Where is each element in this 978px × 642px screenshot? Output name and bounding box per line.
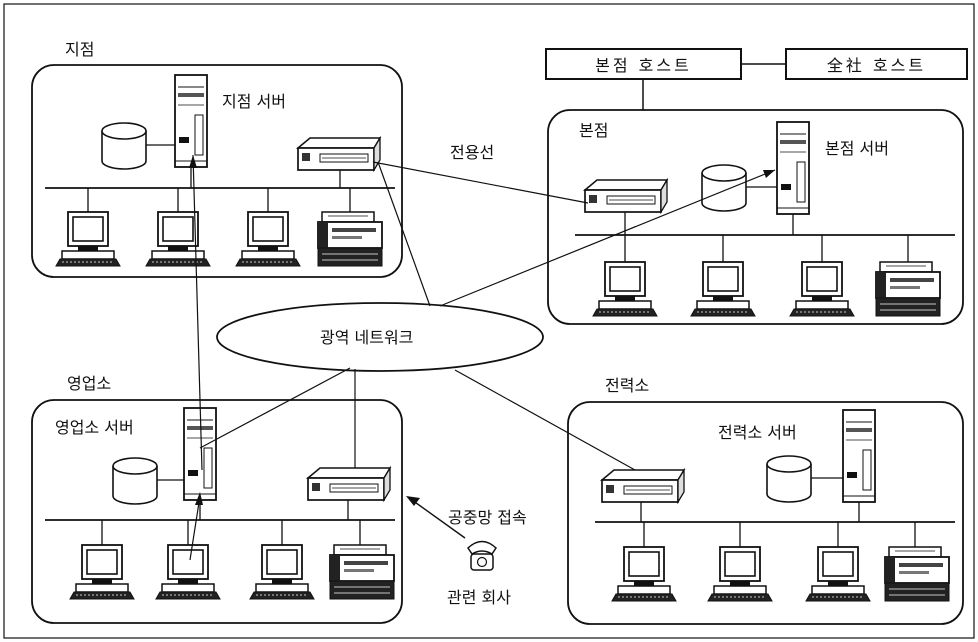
power-pc-2-icon — [708, 547, 772, 601]
branch-router-icon — [298, 138, 380, 170]
power-station-label: 전력소 — [605, 378, 649, 394]
head-printer-icon — [876, 262, 940, 316]
head-pc-1-icon — [593, 262, 657, 316]
power-printer-icon — [885, 547, 949, 601]
head-disk-icon — [702, 165, 746, 211]
head-router-icon — [585, 180, 667, 212]
wan-label: 광역 네트워크 — [320, 330, 413, 346]
public-access-label: 공중망 접속 — [448, 510, 527, 526]
leased-line — [373, 162, 588, 203]
branch-pc-3-icon — [236, 212, 300, 266]
power-router-icon — [602, 470, 684, 502]
power-disk-icon — [767, 456, 811, 502]
leased-line-label: 전용선 — [450, 145, 494, 161]
sales-router-icon — [308, 468, 390, 500]
sales-pc-2-icon — [156, 545, 220, 599]
power-server-label: 전력소 서버 — [718, 425, 797, 441]
branch-server-label: 지점 서버 — [222, 94, 286, 110]
branch-label: 지점 — [65, 42, 94, 58]
head-server-icon — [777, 122, 809, 214]
affiliate-label: 관련 회사 — [447, 590, 511, 606]
telephone-icon — [468, 542, 496, 571]
sales-printer-icon — [330, 545, 394, 599]
head-pc-3-icon — [790, 262, 854, 316]
power-server-icon — [843, 410, 875, 502]
company-host-box: 全社 호스트 — [785, 48, 968, 80]
branch-pc-1-icon — [56, 212, 120, 266]
sales-pc-3-icon — [250, 545, 314, 599]
branch-server-icon — [175, 75, 207, 167]
power-pc-1-icon — [612, 547, 676, 601]
head-office-host-box: 본점 호스트 — [545, 48, 742, 80]
head-pc-2-icon — [691, 262, 755, 316]
power-pc-3-icon — [806, 547, 870, 601]
branch-disk-icon — [102, 123, 146, 169]
head-office-label: 본점 — [579, 123, 608, 139]
sales-wan-link — [200, 368, 350, 448]
sales-office-label: 영업소 — [67, 376, 111, 392]
sales-server-icon — [184, 408, 216, 500]
branch-printer-icon — [318, 212, 382, 266]
sales-disk-icon — [113, 458, 157, 504]
head-server-label: 본점 서버 — [825, 141, 889, 157]
sales-pc-1-icon — [70, 545, 134, 599]
sales-server-label: 영업소 서버 — [55, 420, 134, 436]
branch-wan-link — [378, 162, 430, 306]
branch-pc-2-icon — [146, 212, 210, 266]
